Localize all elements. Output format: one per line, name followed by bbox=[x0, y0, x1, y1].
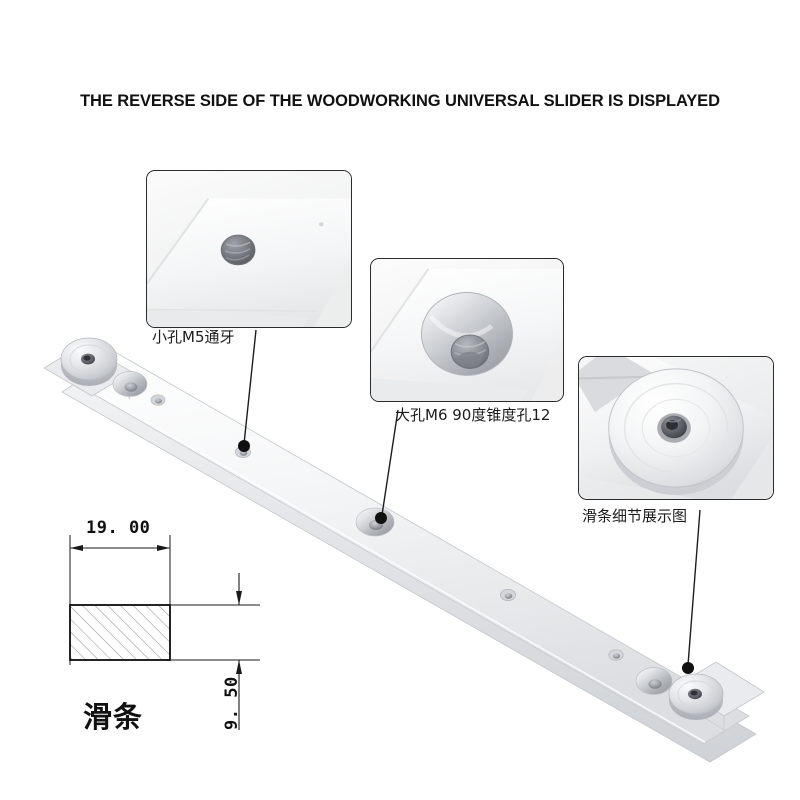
callout-slider-detail-photo bbox=[579, 357, 773, 499]
callout-large-hole-photo bbox=[371, 259, 563, 401]
leader-line-slider-detail bbox=[682, 509, 701, 674]
small-hole-1 bbox=[150, 394, 166, 406]
countersunk-hole-2 bbox=[355, 507, 395, 537]
small-hole-4 bbox=[608, 649, 624, 661]
height-dimension-label: 9. 50 bbox=[222, 676, 242, 730]
width-dimension-label: 19. 00 bbox=[86, 518, 151, 538]
callout-small-hole-label: 小孔M5通牙 bbox=[152, 328, 235, 346]
small-hole-3 bbox=[500, 589, 516, 601]
end-cap-top bbox=[43, 337, 133, 397]
leader-line-large-hole bbox=[375, 409, 399, 524]
callout-small-hole-photo bbox=[147, 171, 351, 327]
callout-large-hole-label: 大孔M6 90度锥度孔12 bbox=[395, 406, 551, 424]
leader-line-small-hole bbox=[238, 329, 257, 452]
countersunk-hole-3 bbox=[635, 667, 673, 695]
section-drawing bbox=[69, 535, 260, 730]
countersunk-hole-1 bbox=[112, 371, 148, 397]
part-name-label: 滑条 bbox=[83, 700, 144, 734]
callout-small-hole-frame[interactable] bbox=[146, 170, 352, 328]
callout-slider-detail-frame[interactable] bbox=[578, 356, 774, 500]
page-title: THE REVERSE SIDE OF THE WOODWORKING UNIV… bbox=[80, 92, 720, 110]
callout-large-hole-frame[interactable] bbox=[370, 258, 564, 402]
end-cap-bottom bbox=[668, 661, 765, 731]
callout-slider-detail-label: 滑条细节展示图 bbox=[582, 507, 688, 525]
